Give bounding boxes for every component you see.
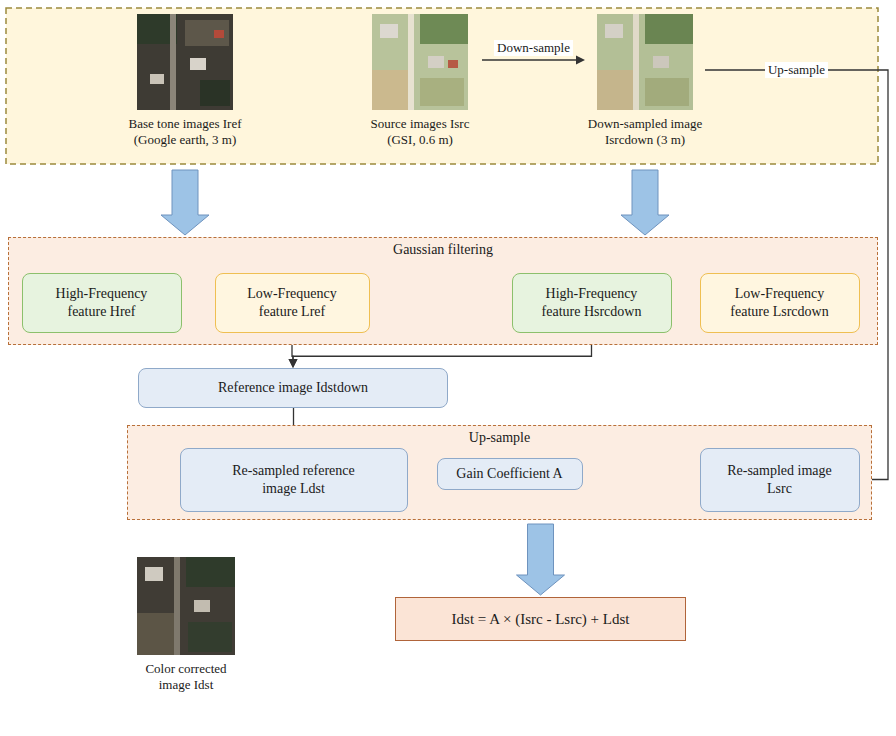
image-roof xyxy=(448,60,458,68)
image-roof xyxy=(653,56,669,68)
arrow-head xyxy=(576,56,585,65)
box-label: High-Frequency feature Href xyxy=(41,285,163,320)
box-label: Low-Frequency feature Lref xyxy=(234,285,351,320)
edge-label: Down-sample xyxy=(494,40,573,56)
box-label: Re-sampled reference image Ldst xyxy=(221,462,367,497)
arrow-head xyxy=(289,359,298,368)
image-caption-text: Base tone images Iref (Google earth, 3 m… xyxy=(110,116,260,147)
connector xyxy=(621,170,669,235)
image-trees xyxy=(186,557,235,587)
box-label: Re-sampled image Lsrc xyxy=(719,462,841,497)
feature-box: High-Frequency feature Hsrcdown xyxy=(512,273,672,333)
image-field xyxy=(597,70,637,110)
image-caption: Color corrected image Idst xyxy=(131,557,241,692)
aerial-image xyxy=(372,14,468,110)
box-label: Idst = A × (Isrc - Lsrc) + Ldst xyxy=(452,610,630,629)
image-roof xyxy=(150,74,164,84)
image-trees xyxy=(188,622,232,652)
image-ground xyxy=(137,557,235,655)
image-field xyxy=(645,78,689,106)
connector xyxy=(482,56,585,65)
process-box: Re-sampled image Lsrc xyxy=(700,448,860,512)
image-road xyxy=(170,14,176,110)
box-label: Gain Coefficient A xyxy=(456,465,562,483)
group-title: Gaussian filtering xyxy=(9,238,877,258)
image-ground xyxy=(137,14,233,110)
input-band xyxy=(6,8,878,164)
image-caption: Down-sampled image Isrcdown (3 m) xyxy=(585,14,705,147)
edge-label: Up-sample xyxy=(765,62,828,78)
process-group: Gaussian filteringHigh-Frequency feature… xyxy=(8,237,878,345)
image-road xyxy=(174,557,180,655)
group-title: Up-sample xyxy=(128,426,871,446)
image-caption: Base tone images Iref (Google earth, 3 m… xyxy=(110,14,260,147)
image-caption-text: Source images Isrc (GSI, 0.6 m) xyxy=(358,116,482,147)
image-roof xyxy=(428,56,444,68)
image-trees xyxy=(420,14,468,44)
image-roof xyxy=(380,24,398,38)
box-label: High-Frequency feature Hsrcdown xyxy=(531,285,653,320)
image-field xyxy=(420,78,464,106)
image-ground xyxy=(372,14,468,110)
box-label: Reference image Idstdown xyxy=(218,379,368,397)
aerial-image xyxy=(597,14,693,110)
image-roof xyxy=(145,567,163,581)
aerial-image xyxy=(137,14,233,110)
image-trees xyxy=(200,80,230,106)
process-box: Reference image Idstdown xyxy=(138,368,448,408)
block-arrow xyxy=(161,170,209,235)
image-roof xyxy=(190,58,206,70)
image-road xyxy=(408,14,414,110)
image-caption: Source images Isrc (GSI, 0.6 m) xyxy=(358,14,482,147)
image-caption-text: Down-sampled image Isrcdown (3 m) xyxy=(585,116,705,147)
block-arrow xyxy=(517,524,565,595)
image-caption-text: Color corrected image Idst xyxy=(131,661,241,692)
process-box: Gain Coefficient A xyxy=(437,458,583,490)
box-label: Low-Frequency feature Lsrcdown xyxy=(719,285,841,320)
image-roof xyxy=(605,24,623,38)
process-box: Re-sampled reference image Ldst xyxy=(180,448,408,512)
image-field xyxy=(185,20,229,46)
image-road xyxy=(633,14,639,110)
feature-box: Low-Frequency feature Lref xyxy=(215,273,370,333)
formula-box: Idst = A × (Isrc - Lsrc) + Ldst xyxy=(395,597,686,641)
feature-box: High-Frequency feature Href xyxy=(22,273,182,333)
arrow-head xyxy=(289,359,298,368)
block-arrow xyxy=(621,170,669,235)
image-field xyxy=(372,70,412,110)
connector xyxy=(517,524,565,595)
image-roof xyxy=(214,30,224,38)
image-ground xyxy=(597,14,693,110)
connector-line xyxy=(482,59,577,60)
connector xyxy=(161,170,209,235)
aerial-image xyxy=(137,557,235,655)
feature-box: Low-Frequency feature Lsrcdown xyxy=(700,273,860,333)
image-roof xyxy=(194,600,210,612)
process-group: Up-sampleRe-sampled reference image Ldst… xyxy=(127,425,872,520)
image-trees xyxy=(645,14,693,44)
image-field xyxy=(137,613,179,655)
